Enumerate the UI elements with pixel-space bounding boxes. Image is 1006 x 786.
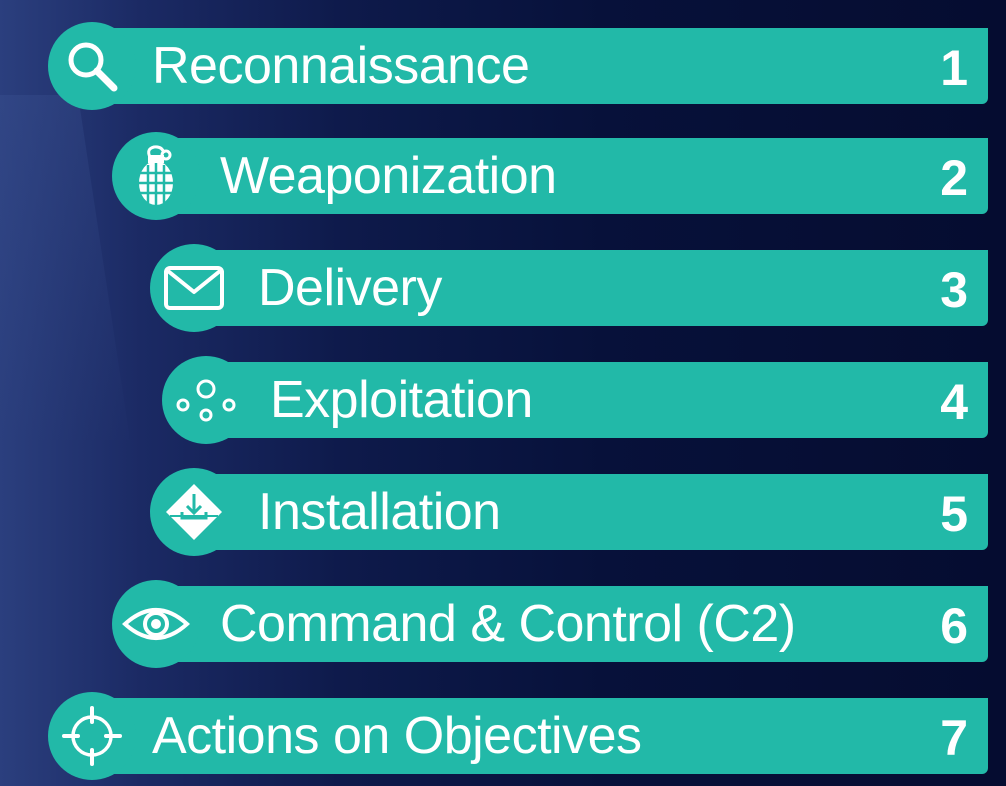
stage-row-installation: Installation 5: [150, 468, 988, 556]
grenade-icon: [112, 132, 200, 220]
stage-bar: [202, 362, 988, 438]
stage-number: 6: [940, 598, 968, 654]
stage-number: 7: [940, 710, 968, 766]
stage-label: Installation: [258, 483, 501, 541]
background-shape: [0, 95, 130, 440]
stage-label: Delivery: [258, 259, 442, 317]
stage-label: Command & Control (C2): [220, 595, 796, 653]
stage-row-reconnaissance: Reconnaissance 1: [48, 22, 988, 110]
stage-row-weaponization: Weaponization 2: [112, 132, 988, 220]
stage-number: 3: [940, 262, 968, 318]
stage-number: 4: [940, 374, 968, 430]
bubbles-icon: [162, 356, 250, 444]
stage-row-delivery: Delivery 3: [150, 244, 988, 332]
magnifier-icon: [48, 22, 136, 110]
stage-bar: [190, 250, 988, 326]
crosshair-icon: [48, 692, 136, 780]
stage-number: 1: [940, 40, 968, 96]
stage-number: 2: [940, 150, 968, 206]
eye-icon: [112, 580, 200, 668]
stage-label: Actions on Objectives: [152, 707, 642, 765]
stage-row-command-control: Command & Control (C2) 6: [112, 580, 988, 668]
stage-row-actions-on-objectives: Actions on Objectives 7: [48, 692, 988, 780]
stage-bar: [152, 138, 988, 214]
stage-bar: [190, 474, 988, 550]
stage-label: Reconnaissance: [152, 37, 530, 95]
envelope-icon: [150, 244, 238, 332]
stage-bar: [88, 28, 988, 104]
stage-number: 5: [940, 486, 968, 542]
stage-label: Weaponization: [220, 147, 557, 205]
install-diamond-icon: [150, 468, 238, 556]
stage-row-exploitation: Exploitation 4: [162, 356, 988, 444]
stage-label: Exploitation: [270, 371, 533, 429]
stage-bar: [152, 586, 988, 662]
stage-bar: [88, 698, 988, 774]
